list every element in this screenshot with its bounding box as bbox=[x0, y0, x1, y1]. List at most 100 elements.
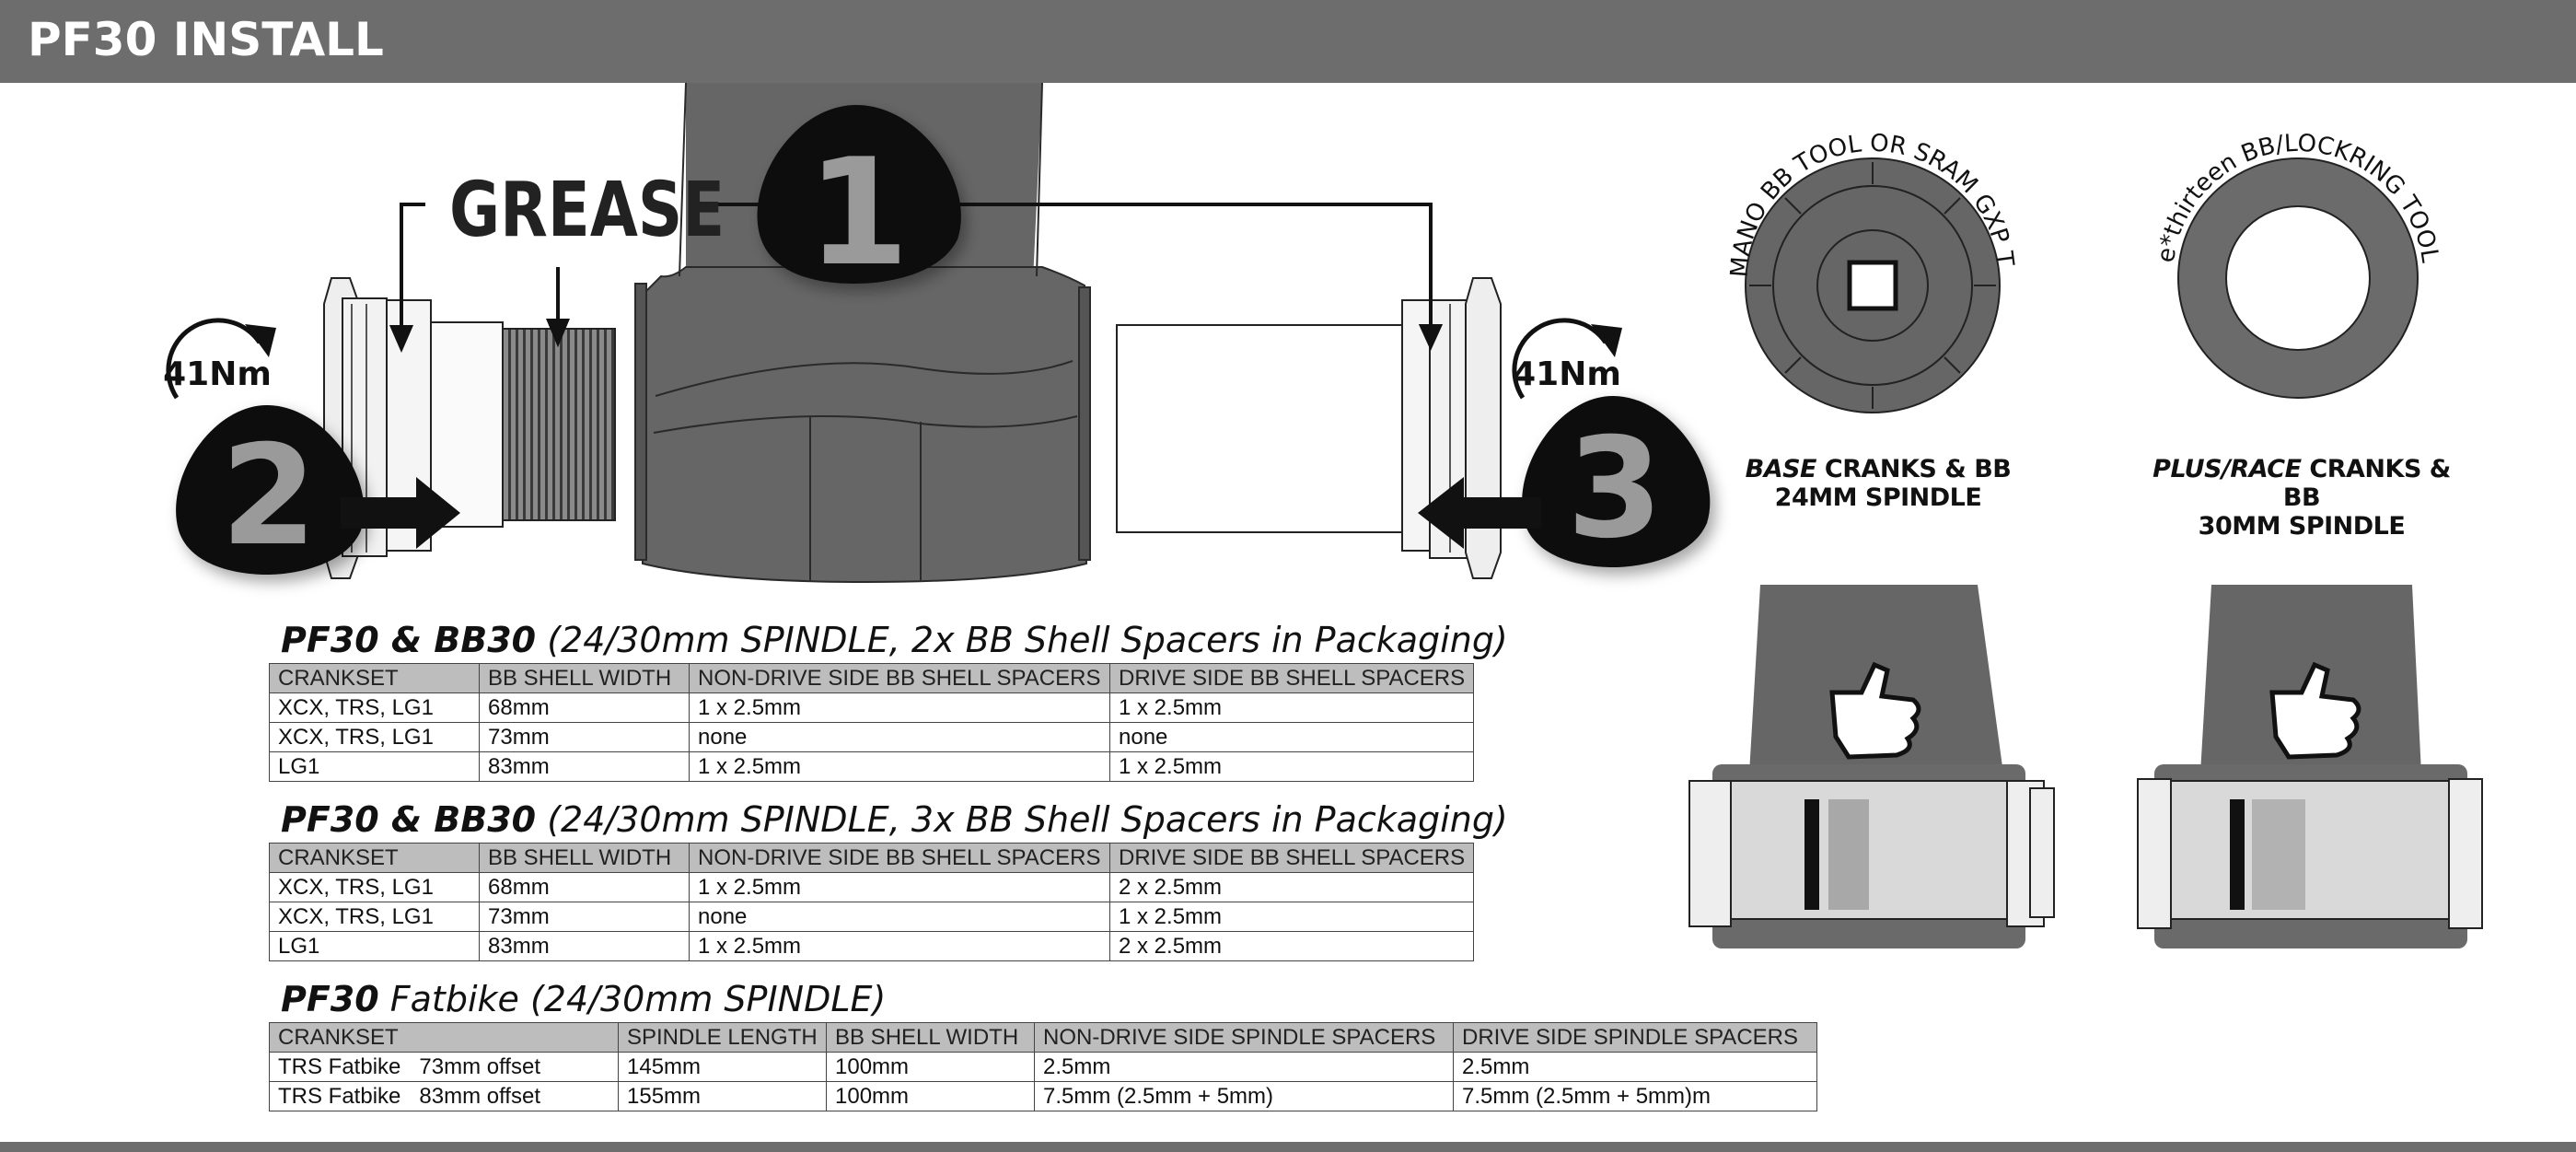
table-cell: XCX, TRS, LG1 bbox=[269, 722, 480, 752]
table-cell: XCX, TRS, LG1 bbox=[269, 872, 480, 902]
table-cell: 1 x 2.5mm bbox=[689, 751, 1110, 782]
table3-title: PF30 Fatbike (24/30mm SPINDLE) bbox=[281, 979, 886, 1019]
table-cell: 2.5mm bbox=[1453, 1052, 1817, 1082]
table1-title-rest: (24/30mm SPINDLE, 2x BB Shell Spacers in… bbox=[536, 620, 1508, 660]
table-row: LG1 83mm 1 x 2.5mm 1 x 2.5mm bbox=[269, 751, 1475, 782]
table-cell: 2 x 2.5mm bbox=[1108, 872, 1475, 902]
plus-race-caption: PLUS/RACE CRANKS & BB 30MM SPINDLE bbox=[2136, 455, 2467, 541]
table-row: TRS Fatbike 83mm offset 155mm 100mm 7.5m… bbox=[269, 1081, 1817, 1111]
ethirteen-lockring-tool-icon bbox=[2177, 157, 2419, 399]
table-cell: 68mm bbox=[479, 692, 690, 723]
table-cell: none bbox=[689, 902, 1110, 932]
col-header: NON-DRIVE SIDE BB SHELL SPACERS bbox=[689, 663, 1110, 693]
base-caption-line1: CRANKS & BB bbox=[1816, 455, 2012, 483]
table-cell: XCX, TRS, LG1 bbox=[269, 902, 480, 932]
table3: CRANKSET SPINDLE LENGTH BB SHELL WIDTH N… bbox=[269, 1022, 1817, 1111]
table-cell: 1 x 2.5mm bbox=[689, 872, 1110, 902]
table-row: XCX, TRS, LG1 73mm none none bbox=[269, 722, 1475, 752]
table-cell: LG1 bbox=[269, 751, 480, 782]
table-cell: none bbox=[1108, 722, 1475, 752]
table-cell: XCX, TRS, LG1 bbox=[269, 692, 480, 723]
step-2-number: 2 bbox=[221, 416, 317, 576]
table-cell: 100mm bbox=[826, 1052, 1035, 1082]
table-cell: 2.5mm bbox=[1034, 1052, 1454, 1082]
table-cell: 83mm bbox=[479, 751, 690, 782]
plus-caption-line1: CRANKS & BB bbox=[2282, 455, 2451, 512]
left-bb-cup bbox=[323, 277, 616, 579]
plus-race-cranks-illustration bbox=[2137, 585, 2483, 948]
base-caption-line2: 24MM SPINDLE bbox=[1774, 483, 1982, 512]
step-3-badge bbox=[1522, 396, 1711, 567]
page-title: PF30 INSTALL bbox=[28, 13, 384, 66]
step-1-badge bbox=[757, 105, 961, 284]
rotate-clockwise-icon bbox=[166, 318, 276, 400]
rotate-clockwise-icon bbox=[1512, 318, 1622, 400]
step-3-number: 3 bbox=[1567, 409, 1663, 569]
table-row: XCX, TRS, LG1 73mm none 1 x 2.5mm bbox=[269, 902, 1475, 932]
table-cell: 73mm bbox=[479, 902, 690, 932]
right-arrow-icon bbox=[341, 477, 460, 549]
col-header: NON-DRIVE SIDE BB SHELL SPACERS bbox=[689, 843, 1110, 873]
plus-caption-emph: PLUS/RACE bbox=[2152, 455, 2302, 483]
table-header-row: CRANKSET BB SHELL WIDTH NON-DRIVE SIDE B… bbox=[269, 843, 1475, 873]
thumbs-up-icon bbox=[1829, 661, 1921, 760]
table-cell: LG1 bbox=[269, 931, 480, 961]
torque-right: 41Nm bbox=[1513, 355, 1621, 393]
table-cell: 1 x 2.5mm bbox=[689, 692, 1110, 723]
table-row: XCX, TRS, LG1 68mm 1 x 2.5mm 1 x 2.5mm bbox=[269, 692, 1475, 723]
table-cell: 2 x 2.5mm bbox=[1108, 931, 1475, 961]
base-caption-emph: BASE bbox=[1745, 455, 1817, 483]
table-cell: 100mm bbox=[826, 1081, 1035, 1111]
base-caption: BASE CRANKS & BB 24MM SPINDLE bbox=[1731, 455, 2025, 512]
table-row: LG1 83mm 1 x 2.5mm 2 x 2.5mm bbox=[269, 931, 1475, 961]
table2-title-bold: PF30 & BB30 bbox=[281, 799, 537, 840]
right-bb-cup bbox=[1116, 277, 1502, 579]
table-cell: 155mm bbox=[618, 1081, 827, 1111]
table1-title-bold: PF30 & BB30 bbox=[281, 620, 537, 660]
col-header: CRANKSET bbox=[269, 1022, 619, 1053]
table1: CRANKSET BB SHELL WIDTH NON-DRIVE SIDE B… bbox=[269, 663, 1475, 782]
step-2-badge bbox=[176, 405, 365, 575]
table3-title-bold: PF30 bbox=[281, 979, 379, 1019]
col-header: SPINDLE LENGTH bbox=[618, 1022, 827, 1053]
table-cell: 68mm bbox=[479, 872, 690, 902]
table-header-row: CRANKSET SPINDLE LENGTH BB SHELL WIDTH N… bbox=[269, 1022, 1817, 1053]
col-header: CRANKSET bbox=[269, 843, 480, 873]
torque-left: 41Nm bbox=[163, 355, 272, 393]
table2: CRANKSET BB SHELL WIDTH NON-DRIVE SIDE B… bbox=[269, 843, 1475, 961]
table-cell: none bbox=[689, 722, 1110, 752]
footer-bar bbox=[0, 1142, 2576, 1152]
col-header: DRIVE SIDE SPINDLE SPACERS bbox=[1453, 1022, 1817, 1053]
header-bar: PF30 INSTALL bbox=[0, 0, 2576, 83]
table1-title: PF30 & BB30 (24/30mm SPINDLE, 2x BB Shel… bbox=[281, 620, 1508, 660]
col-header: DRIVE SIDE BB SHELL SPACERS bbox=[1108, 843, 1475, 873]
col-header: BB SHELL WIDTH bbox=[479, 843, 690, 873]
shimano-bb-tool-icon bbox=[1745, 157, 2001, 413]
col-header: BB SHELL WIDTH bbox=[479, 663, 690, 693]
col-header: DRIVE SIDE BB SHELL SPACERS bbox=[1108, 663, 1475, 693]
table-cell: 1 x 2.5mm bbox=[1108, 902, 1475, 932]
thumbs-up-icon bbox=[2269, 661, 2361, 760]
base-cranks-illustration bbox=[1688, 585, 2055, 948]
table3-title-rest: Fatbike (24/30mm SPINDLE) bbox=[378, 979, 887, 1019]
col-header: NON-DRIVE SIDE SPINDLE SPACERS bbox=[1034, 1022, 1454, 1053]
plus-caption-line2: 30MM SPINDLE bbox=[2198, 512, 2406, 541]
left-arrow-icon bbox=[1418, 477, 1541, 549]
col-header: CRANKSET bbox=[269, 663, 480, 693]
table-row: XCX, TRS, LG1 68mm 1 x 2.5mm 2 x 2.5mm bbox=[269, 872, 1475, 902]
table-cell: 83mm bbox=[479, 931, 690, 961]
table-header-row: CRANKSET BB SHELL WIDTH NON-DRIVE SIDE B… bbox=[269, 663, 1475, 693]
table-cell: 1 x 2.5mm bbox=[1108, 751, 1475, 782]
table-cell: 145mm bbox=[618, 1052, 827, 1082]
table-cell: 1 x 2.5mm bbox=[689, 931, 1110, 961]
table-cell: TRS Fatbike 83mm offset bbox=[269, 1081, 619, 1111]
table-cell: 7.5mm (2.5mm + 5mm)m bbox=[1453, 1081, 1817, 1111]
grease-label: GREASE bbox=[449, 165, 725, 253]
table-cell: TRS Fatbike 73mm offset bbox=[269, 1052, 619, 1082]
table-cell: 73mm bbox=[479, 722, 690, 752]
step-1-number: 1 bbox=[806, 126, 909, 298]
table2-title-rest: (24/30mm SPINDLE, 3x BB Shell Spacers in… bbox=[536, 799, 1508, 840]
table2-title: PF30 & BB30 (24/30mm SPINDLE, 3x BB Shel… bbox=[281, 799, 1508, 840]
table-row: TRS Fatbike 73mm offset 145mm 100mm 2.5m… bbox=[269, 1052, 1817, 1082]
